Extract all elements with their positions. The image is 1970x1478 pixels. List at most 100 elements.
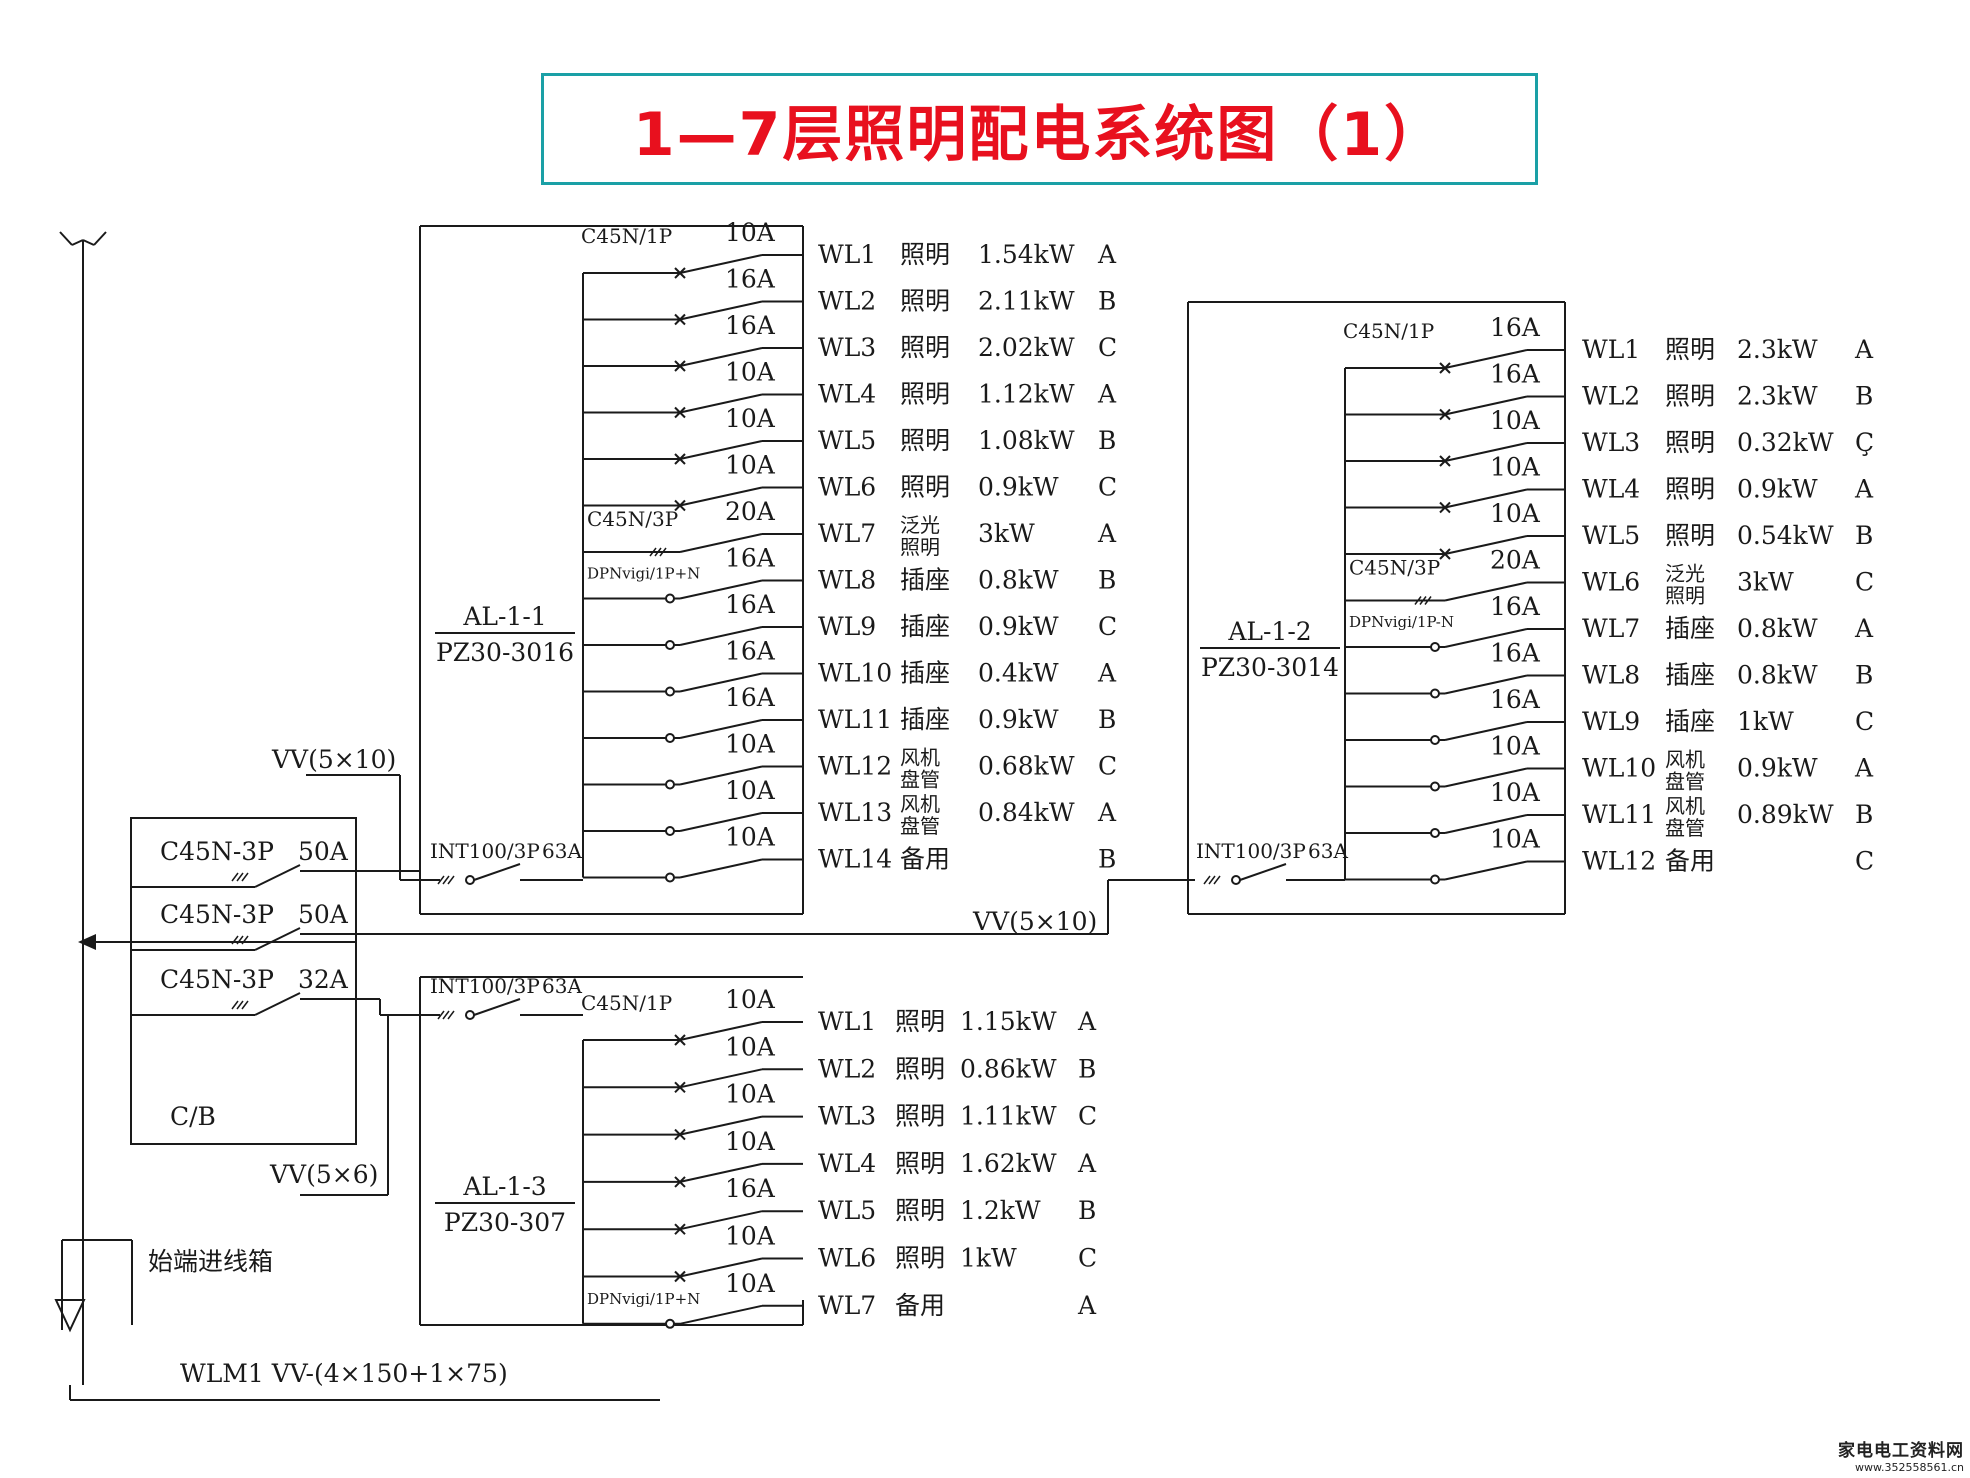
circuit-use: 盘管 (1665, 770, 1705, 794)
circuit-phase: B (1098, 705, 1116, 734)
branch-rating: 10A (725, 823, 776, 852)
cb-panel-frame (130, 817, 357, 1145)
panel-name: AL-1-3 (462, 1172, 546, 1201)
circuit-phase: A (1097, 659, 1117, 688)
circuit-phase: B (1078, 1196, 1096, 1225)
branch-rating: 20A (725, 497, 776, 526)
branch-switch (1444, 674, 1528, 695)
branch-model-1p: C45N/1P (581, 224, 672, 248)
circuit-load: 0.9kW (978, 473, 1059, 502)
circuit-id: WL6 (1582, 568, 1640, 597)
cb-breaker-3p (231, 872, 239, 882)
incoming-box-symbol (54, 1299, 86, 1333)
circuit-load: 0.9kW (1737, 754, 1818, 783)
circuit-id: WL7 (818, 1291, 876, 1320)
branch-switch (679, 1162, 763, 1183)
circuit-phase: B (1098, 845, 1116, 874)
incoming-box-label: 始端进线箱 (148, 1247, 273, 1276)
branch-3p-mark (659, 547, 667, 557)
cb-panel-name: C/B (170, 1102, 216, 1131)
cb-breaker-switch (254, 864, 301, 888)
branch-rating: 10A (725, 1269, 776, 1298)
circuit-phase: Ç (1855, 428, 1874, 457)
circuit-phase: A (1097, 798, 1117, 827)
branch-rating: 16A (1490, 313, 1541, 342)
watermark: 家电电工资料网 www.352558561.cn (1838, 1436, 1964, 1474)
main-breaker-rating: 63A (542, 839, 582, 863)
circuit-use: 照明 (895, 1149, 945, 1178)
circuit-load: 3kW (978, 519, 1035, 548)
circuit-use: 泛光 (900, 513, 940, 537)
rcd-mark (665, 593, 675, 604)
cb-breaker-rating: 50A (298, 900, 349, 929)
branch-model-rcd: DPNvigi/1P-N (1349, 613, 1454, 631)
cb-breaker-3p (241, 1000, 249, 1010)
branch-rating: 10A (1490, 499, 1541, 528)
branch-rating: 16A (1490, 360, 1541, 389)
branch-switch (679, 486, 763, 507)
branch-3p-mark (1424, 596, 1432, 605)
branch-rating: 10A (725, 985, 776, 1014)
cb-breaker-switch (254, 992, 301, 1016)
feeder-al12-label: VV(5×10) (972, 907, 1097, 936)
circuit-id: WL10 (1582, 754, 1656, 783)
watermark-url: www.352558561.cn (1855, 1461, 1964, 1474)
circuit-use: 风机 (1665, 794, 1705, 818)
circuit-phase: A (1854, 754, 1874, 783)
circuit-load: 0.9kW (978, 612, 1059, 641)
branch-switch (679, 719, 763, 739)
circuit-use: 盘管 (900, 768, 940, 792)
branch-switch (1444, 628, 1528, 648)
circuit-id: WL1 (1582, 335, 1640, 364)
branch-3p-mark (1419, 596, 1427, 605)
cb-breaker-3p (236, 935, 244, 945)
rcd-mark (1430, 781, 1440, 792)
branch-rating: 10A (1490, 825, 1541, 854)
branch-switch (679, 440, 763, 460)
circuit-use: 风机 (900, 746, 940, 770)
circuit-use: 插座 (900, 659, 950, 688)
branch-switch (1444, 860, 1528, 881)
circuit-id: WL5 (818, 426, 876, 455)
main-feeder-label: WLM1 VV-(4×150+1×75) (180, 1359, 508, 1388)
main-breaker-model: INT100/3P (430, 839, 540, 863)
branch-switch (679, 347, 763, 367)
cb-breaker-switch (254, 927, 301, 951)
circuit-load: 1.2kW (960, 1196, 1041, 1225)
circuit-id: WL11 (1582, 800, 1656, 829)
circuit-phase: A (1854, 475, 1874, 504)
circuit-use: 照明 (895, 1007, 945, 1036)
main-breaker-terminal (1231, 875, 1241, 885)
rcd-mark (1430, 688, 1440, 699)
circuit-use: 照明 (900, 535, 940, 559)
circuit-phase: A (1097, 519, 1117, 548)
rcd-mark (1430, 642, 1440, 652)
circuit-use: 照明 (1665, 428, 1715, 457)
main-breaker-rating: 63A (542, 974, 582, 998)
branch-switch (1444, 814, 1528, 834)
circuit-use: 备用 (1665, 847, 1715, 876)
branch-rating: 10A (1490, 453, 1541, 482)
main-breaker-switch (1239, 863, 1287, 881)
circuit-id: WL12 (1582, 847, 1656, 876)
circuit-load: 1.11kW (960, 1102, 1057, 1131)
rcd-mark (665, 872, 675, 883)
circuit-id: WL1 (818, 240, 876, 269)
main-breaker-rating: 63A (1308, 839, 1348, 863)
circuit-id: WL12 (818, 752, 892, 781)
branch-switch (1444, 442, 1528, 462)
circuit-use: 照明 (1665, 521, 1715, 550)
circuit-use: 风机 (1665, 748, 1705, 772)
main-breaker-switch (473, 863, 521, 881)
main-breaker-3p (1213, 875, 1221, 885)
circuit-load: 0.89kW (1737, 800, 1834, 829)
rcd-mark (665, 733, 675, 743)
panel-name: AL-1-1 (462, 602, 546, 631)
circuit-phase: A (1077, 1149, 1097, 1178)
circuit-load: 1.62kW (960, 1149, 1057, 1178)
rcd-mark (1430, 735, 1440, 745)
branch-switch (679, 1210, 763, 1231)
branch-switch (679, 812, 763, 832)
